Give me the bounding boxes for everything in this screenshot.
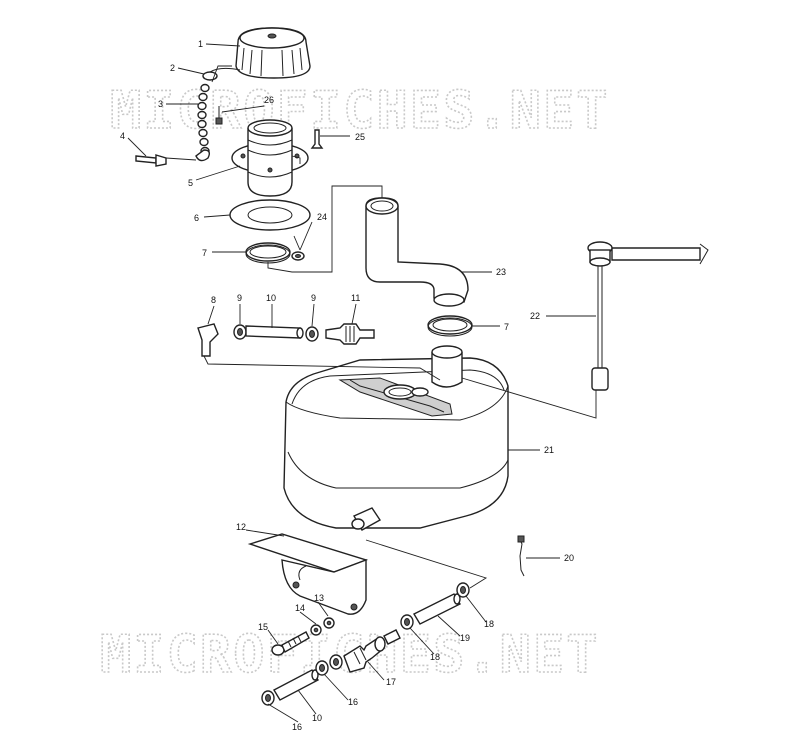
hose-clamp-18a bbox=[400, 614, 414, 630]
callout-15: 15 bbox=[258, 622, 268, 632]
connection-lines bbox=[203, 65, 597, 589]
callout-18-right: 18 bbox=[484, 619, 494, 629]
callout-14: 14 bbox=[295, 603, 305, 613]
leader-lines bbox=[127, 43, 596, 723]
callout-13: 13 bbox=[314, 593, 324, 603]
check-valve bbox=[325, 323, 375, 345]
hose-clamp-16a bbox=[261, 690, 275, 706]
callout-7-top: 7 bbox=[202, 248, 207, 258]
callout-3: 3 bbox=[158, 99, 163, 109]
hose-clamp-9a bbox=[233, 324, 247, 340]
callout-12: 12 bbox=[236, 522, 246, 532]
callout-10-top: 10 bbox=[266, 293, 276, 303]
callout-8: 8 bbox=[211, 295, 216, 305]
callout-17: 17 bbox=[386, 677, 396, 687]
callout-16-middle: 16 bbox=[348, 697, 358, 707]
callout-6: 6 bbox=[194, 213, 199, 223]
tie-strap bbox=[517, 535, 525, 577]
hose-clamp-9b bbox=[305, 326, 319, 342]
breather-fitting bbox=[310, 129, 324, 149]
callout-11: 11 bbox=[351, 293, 360, 303]
cap-tether-chain bbox=[195, 67, 241, 162]
hose-clamp-middle bbox=[427, 315, 473, 337]
callout-22: 22 bbox=[530, 311, 540, 321]
callout-25: 25 bbox=[355, 132, 365, 142]
callout-1: 1 bbox=[198, 39, 203, 49]
callout-19: 19 bbox=[460, 633, 470, 643]
filler-cap bbox=[235, 27, 311, 79]
callout-26: 26 bbox=[264, 95, 274, 105]
washer bbox=[310, 624, 322, 636]
callout-7-middle: 7 bbox=[504, 322, 509, 332]
callout-4: 4 bbox=[120, 131, 125, 141]
hose-clamp-18b bbox=[456, 582, 470, 598]
hose-clamp-16b bbox=[315, 660, 329, 676]
hose-clamp-upper bbox=[245, 242, 291, 264]
watermark-top: MICROFICHES.NET bbox=[110, 81, 610, 141]
fuel-hose-10a bbox=[245, 325, 304, 339]
callout-10-bottom: 10 bbox=[312, 713, 322, 723]
screw-26 bbox=[215, 106, 223, 125]
mounting-bracket bbox=[247, 533, 369, 615]
callout-20: 20 bbox=[564, 553, 574, 563]
fuel-hose-19 bbox=[413, 593, 461, 625]
callout-18-left: 18 bbox=[430, 652, 440, 662]
callout-9-right: 9 bbox=[311, 293, 316, 303]
gasket bbox=[229, 199, 311, 231]
callout-labels: 1 2 3 4 5 6 7 7 26 25 24 23 22 21 8 9 10… bbox=[120, 39, 574, 732]
callout-21: 21 bbox=[544, 445, 554, 455]
callout-16-bottom: 16 bbox=[292, 722, 302, 732]
fuel-tank bbox=[283, 345, 509, 531]
fuel-filter bbox=[343, 629, 401, 673]
lock-washer bbox=[323, 617, 335, 629]
bolt bbox=[271, 631, 310, 656]
pin bbox=[135, 154, 167, 167]
callout-23: 23 bbox=[496, 267, 506, 277]
hose-clamp-16c bbox=[329, 654, 343, 670]
nut bbox=[291, 251, 305, 261]
elbow-fitting bbox=[197, 323, 219, 357]
callout-24: 24 bbox=[317, 212, 327, 222]
fill-hose bbox=[365, 197, 469, 307]
callout-5: 5 bbox=[188, 178, 193, 188]
fuel-hose-10b bbox=[273, 669, 319, 701]
fuel-sender bbox=[587, 241, 709, 391]
callout-2: 2 bbox=[170, 63, 175, 73]
callout-9-left: 9 bbox=[237, 293, 242, 303]
filler-neck bbox=[231, 119, 309, 197]
